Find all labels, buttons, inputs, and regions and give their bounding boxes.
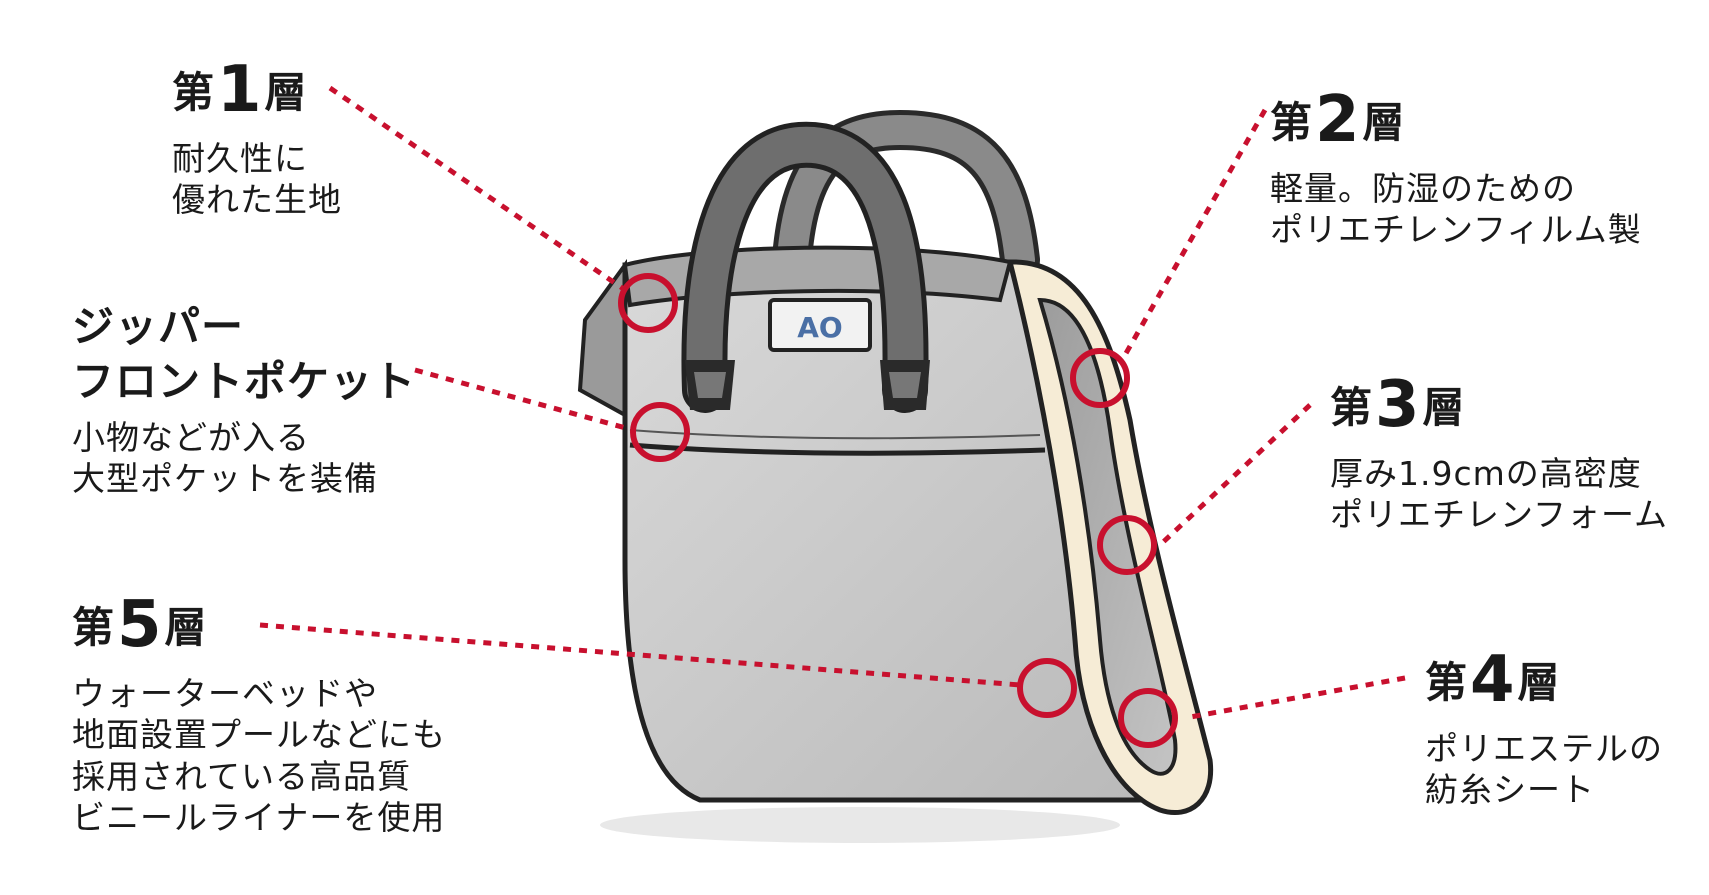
- layer-1-title: 第1層: [172, 53, 308, 127]
- layer-5-desc-line-1: ウォーターベッドや: [72, 674, 378, 713]
- marker-layer-5: [1017, 658, 1077, 718]
- left-buckle: [685, 360, 735, 410]
- pocket-title-line-1: ジッパー: [72, 302, 245, 351]
- layer-3-title: 第3層: [1330, 368, 1466, 442]
- bag-left-side: [577, 258, 627, 419]
- leader-line-layer-2: [1122, 108, 1268, 357]
- layer-2-desc-line-2: ポリエチレンフィルム製: [1270, 210, 1642, 250]
- layer-1-desc-line-2: 優れた生地: [172, 180, 342, 220]
- logo-patch: [768, 298, 872, 352]
- leader-line-layer-3: [1158, 403, 1312, 547]
- right-buckle: [880, 360, 930, 410]
- pocket-title-line-2: フロントポケット: [72, 356, 417, 406]
- marker-layer-3: [1097, 515, 1157, 575]
- layer-5-desc-line-4: ビニールライナーを使用: [72, 797, 446, 837]
- marker-layer-1: [618, 273, 678, 333]
- layer-5-desc-line-2: 地面設置プールなどにも: [72, 715, 446, 755]
- leader-lines: [259, 85, 1406, 721]
- label-layer-3: 第3層 厚み1.9cmの高密度 ポリエチレンフォーム: [1330, 365, 1668, 536]
- label-pocket: ジッパー フロントポケット 小物などが入る 大型ポケットを装備: [72, 300, 416, 500]
- marker-layer-2: [1070, 348, 1130, 408]
- label-layer-5: 第5層 ウォーターベッドや 地面設置プールなどにも 採用されている高品質 ビニー…: [72, 585, 446, 838]
- layer-5-desc-line-3: 採用されている高品質: [72, 756, 412, 796]
- leader-line-layer-1: [328, 85, 627, 293]
- layer-4-desc-line-2: 紡糸シート: [1425, 770, 1595, 810]
- marker-pocket: [630, 402, 690, 462]
- label-layer-1: 第1層 耐久性に 優れた生地: [172, 50, 342, 221]
- marker-circles: [618, 273, 1178, 748]
- layer-2-title: 第2層: [1270, 83, 1406, 157]
- bag-shadow: [600, 807, 1120, 843]
- marker-layer-4: [1118, 688, 1178, 748]
- label-layer-2: 第2層 軽量。防湿のための ポリエチレンフィルム製: [1270, 80, 1642, 251]
- logo-text: AO: [797, 311, 842, 344]
- layer-1-desc-line-1: 耐久性に: [172, 139, 308, 178]
- pocket-desc-line-2: 大型ポケットを装備: [72, 459, 378, 499]
- layer-2-desc-line-1: 軽量。防湿のための: [1270, 169, 1576, 208]
- layer-3-desc-line-1: 厚み1.9cmの高密度: [1330, 454, 1642, 493]
- side-gusset-inner: [1037, 297, 1178, 776]
- layer-5-title: 第5層: [72, 588, 208, 662]
- layer-3-desc-line-2: ポリエチレンフォーム: [1330, 495, 1669, 535]
- pocket-desc-line-1: 小物などが入る: [72, 418, 310, 458]
- layer-4-title: 第4層: [1425, 643, 1561, 717]
- label-layer-4: 第4層 ポリエステルの 紡糸シート: [1425, 640, 1663, 811]
- leader-line-pocket: [414, 367, 634, 433]
- leader-line-layer-4: [1184, 675, 1406, 721]
- layer-4-desc-line-1: ポリエステルの: [1425, 729, 1663, 768]
